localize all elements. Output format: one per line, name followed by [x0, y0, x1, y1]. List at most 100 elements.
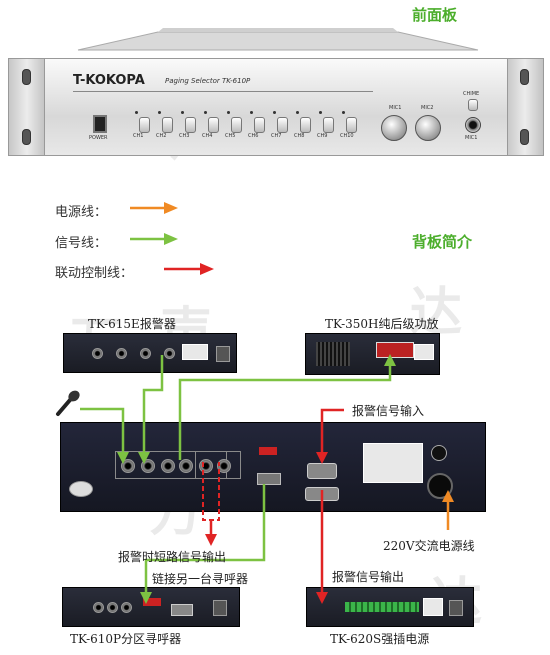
signal-arrow	[384, 354, 396, 366]
channel-label: CH3	[179, 133, 190, 139]
link-arrow	[316, 452, 328, 464]
channel-label: CH7	[271, 133, 282, 139]
power-label: POWER	[89, 135, 108, 141]
right-rack-ear	[506, 58, 544, 156]
signal-arrow	[138, 452, 150, 464]
alarm-short-port-2	[217, 459, 231, 473]
rca-port	[92, 348, 103, 359]
channel-led	[319, 111, 322, 114]
mic-jack-label: MIC1	[465, 135, 478, 141]
channel-row: CH1 CH2 CH3 CH4 CH5	[133, 111, 363, 151]
channel-button[interactable]	[208, 117, 219, 133]
channel-led	[158, 111, 161, 114]
channel-4[interactable]: CH4	[202, 111, 224, 139]
power-socket	[449, 600, 463, 616]
channel-label: CH2	[156, 133, 167, 139]
channel-10[interactable]: CH10	[340, 111, 364, 139]
db-connector	[171, 604, 193, 616]
address-dip-switch	[259, 447, 277, 455]
rca-port	[93, 602, 104, 613]
channel-led	[250, 111, 253, 114]
power-socket	[216, 346, 230, 362]
mic1-knob-label: MIC1	[389, 105, 402, 111]
channel-2[interactable]: CH2	[156, 111, 178, 139]
channel-button[interactable]	[254, 117, 265, 133]
tk-620s-rear-panel	[306, 587, 474, 627]
legend-signal-arrow	[130, 233, 178, 245]
link-line-short-output	[202, 462, 220, 521]
channel-5[interactable]: CH5	[225, 111, 247, 139]
watermark-7: 达	[410, 282, 463, 343]
legend-link-arrow	[164, 263, 214, 275]
front-panel-title: 前面板	[412, 6, 458, 24]
label-short-output: 报警时短路信号输出	[118, 550, 227, 564]
rack-hole	[22, 129, 31, 145]
caption-tk-350h: TK-350H纯后级功放	[325, 317, 439, 331]
channel-button[interactable]	[277, 117, 288, 133]
signal-line-chain	[144, 484, 266, 600]
label-alarm-output: 报警信号输出	[332, 570, 405, 584]
tk-610p-main-rear-panel	[60, 422, 486, 512]
channel-led	[342, 111, 345, 114]
aux-input-port-2	[161, 459, 175, 473]
label-alarm-input: 报警信号输入	[352, 404, 425, 418]
signal-line-alarm-audio	[142, 355, 164, 460]
mic2-knob-label: MIC2	[421, 105, 434, 111]
spec-label	[182, 344, 208, 360]
mic-input-port	[121, 459, 135, 473]
power-switch[interactable]	[93, 115, 107, 133]
model-label: Paging Selector TK-610P	[165, 77, 251, 85]
channel-button[interactable]	[346, 117, 357, 133]
channel-6[interactable]: CH6	[248, 111, 270, 139]
channel-3[interactable]: CH3	[179, 111, 201, 139]
channel-led	[204, 111, 207, 114]
channel-button[interactable]	[323, 117, 334, 133]
remote-link-port	[143, 598, 161, 606]
legend-link-label: 联动控制线：	[55, 266, 134, 281]
label-ac-power: 220V交流电源线	[383, 539, 475, 553]
brand-underline	[73, 91, 373, 92]
channel-1[interactable]: CH1	[133, 111, 155, 139]
legend-signal-label: 信号线：	[55, 236, 108, 251]
mic1-volume-knob[interactable]	[381, 115, 407, 141]
caption-tk-615e: TK-615E报警器	[88, 317, 176, 331]
channel-button[interactable]	[231, 117, 242, 133]
channel-button[interactable]	[300, 117, 311, 133]
rca-port	[164, 348, 175, 359]
label-chain: 链接另一台寻呼器	[152, 572, 249, 586]
spec-label	[423, 598, 443, 616]
caption-tk-620s: TK-620S强插电源	[330, 632, 430, 646]
legend-power-arrow	[130, 202, 178, 214]
channel-7[interactable]: CH7	[271, 111, 293, 139]
mic1-input-jack[interactable]	[465, 117, 481, 133]
link-arrow	[205, 534, 217, 546]
ccc-mark	[69, 481, 93, 497]
channel-label: CH8	[294, 133, 305, 139]
channel-button[interactable]	[162, 117, 173, 133]
rack-hole	[520, 129, 529, 145]
channel-led	[273, 111, 276, 114]
rack-hole	[22, 69, 31, 85]
fuse-holder	[431, 445, 447, 461]
channel-button[interactable]	[139, 117, 150, 133]
channel-label: CH10	[340, 133, 354, 139]
brand-logo: T-KOKOPA	[73, 73, 145, 88]
channel-label: CH9	[317, 133, 328, 139]
warning-label	[363, 443, 423, 483]
front-faceplate: T-KOKOPA Paging Selector TK-610P POWER C…	[44, 58, 508, 156]
channel-9[interactable]: CH9	[317, 111, 339, 139]
signal-line-to-amp	[178, 360, 392, 460]
channel-button[interactable]	[185, 117, 196, 133]
channel-8[interactable]: CH8	[294, 111, 316, 139]
tk-350h-rear-panel	[305, 333, 440, 375]
back-panel-title: 背板简介	[412, 233, 473, 251]
channel-led	[296, 111, 299, 114]
chime-button[interactable]	[468, 99, 478, 111]
channel-label: CH6	[248, 133, 259, 139]
rca-port	[107, 602, 118, 613]
channel-label: CH5	[225, 133, 236, 139]
signal-arrow	[117, 452, 129, 464]
ac-power-inlet	[427, 473, 453, 499]
mic2-volume-knob[interactable]	[415, 115, 441, 141]
